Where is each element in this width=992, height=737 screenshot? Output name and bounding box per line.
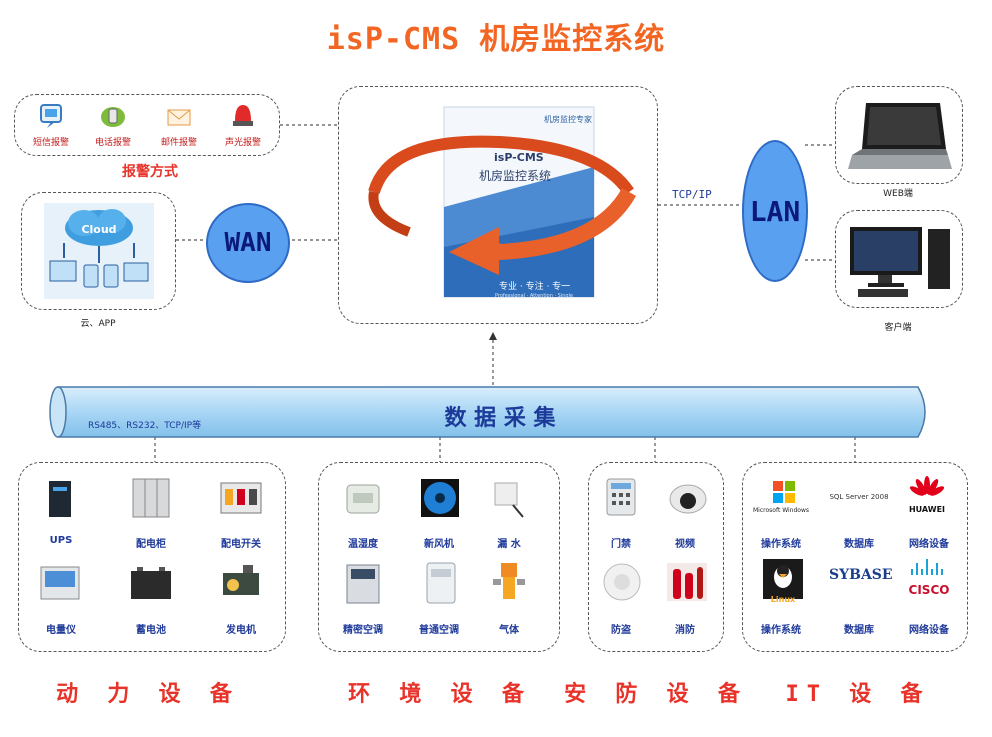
huawei-logo-icon xyxy=(909,476,945,496)
siren-icon xyxy=(229,101,257,129)
env-item-label: 精密空调 xyxy=(343,625,383,636)
lan-node: LAN xyxy=(742,140,808,282)
power-item-label: 蓄电池 xyxy=(136,625,166,636)
alarm-caption: 报警方式 xyxy=(122,164,178,180)
cloud-app-box: Cloud xyxy=(21,192,176,310)
product-name-en: isP-CMS xyxy=(494,151,544,164)
it-item-label: 操作系统 xyxy=(761,539,801,550)
access-keypad-icon xyxy=(606,478,636,516)
security-devices-box: 门禁 视频 防盗 消防 xyxy=(588,462,724,652)
up-arrow-icon xyxy=(489,332,497,340)
it-item-label: 数据库 xyxy=(844,625,874,636)
fan-icon xyxy=(421,479,459,517)
dome-camera-icon xyxy=(669,484,707,514)
power-item-label: 配电柜 xyxy=(136,539,166,550)
power-item-label: 配电开关 xyxy=(221,539,261,550)
environment-devices-box: 温湿度 新风机 漏 水 精密空调 普通空调 气体 xyxy=(318,462,560,652)
windows-logo-text: Microsoft Windows xyxy=(753,507,809,514)
security-item-label: 视频 xyxy=(675,539,695,550)
web-client-box xyxy=(835,86,963,184)
it-category-label: IT 设 备 xyxy=(785,682,931,707)
mail-icon xyxy=(165,103,193,129)
client-caption: 客户端 xyxy=(884,323,912,333)
desktop-pc-icon xyxy=(850,227,950,297)
phone-icon xyxy=(99,103,127,129)
product-name-cn: 机房监控系统 xyxy=(479,169,552,183)
precision-ac-icon xyxy=(346,564,380,604)
alarm-item-label: 邮件报警 xyxy=(160,138,197,148)
page-title: isP-CMS 机房监控系统 xyxy=(326,22,666,57)
it-devices-box: Microsoft Windows SQL Server 2008 HUAWEI… xyxy=(742,462,968,652)
product-brand-note: 机房监控专家 xyxy=(544,115,592,124)
data-bus-protocols: RS485、RS232、TCP/IP等 xyxy=(88,421,202,431)
gas-detector-icon xyxy=(493,563,525,599)
env-category-label: 环 境 设 备 xyxy=(348,682,532,707)
sms-phone-icon xyxy=(37,103,65,129)
data-bus xyxy=(49,386,926,438)
huawei-logo-text: HUAWEI xyxy=(908,505,946,514)
power-meter-icon xyxy=(40,566,80,600)
cisco-logo-text: CISCO xyxy=(908,583,950,597)
alarm-item-label: 电话报警 xyxy=(94,138,131,148)
distribution-cabinet-icon xyxy=(132,478,170,518)
web-caption: WEB端 xyxy=(883,189,913,199)
tcpip-label: TCP/IP xyxy=(672,188,712,201)
product-slogan: 专业 · 专注 · 专一 xyxy=(499,282,571,292)
sqlserver-logo-text: SQL Server 2008 xyxy=(829,493,889,501)
wan-node: WAN xyxy=(206,203,290,283)
windows-logo-icon xyxy=(773,481,795,503)
desktop-client-box xyxy=(835,210,963,308)
security-item-label: 消防 xyxy=(675,625,695,636)
data-bus-label: 数 据 采 集 xyxy=(444,406,556,431)
power-item-label: UPS xyxy=(49,535,73,546)
env-item-label: 漏 水 xyxy=(497,539,521,550)
linux-logo-text: Linux xyxy=(770,595,796,604)
breaker-switch-icon xyxy=(220,482,262,514)
env-item-label: 气体 xyxy=(499,625,519,636)
security-item-label: 防盗 xyxy=(611,625,631,636)
alarm-item-label: 短信报警 xyxy=(32,138,69,148)
product-slogan-en: Professional · Attention · Single xyxy=(495,293,574,299)
cisco-logo-icon xyxy=(911,559,943,575)
cloud-caption: 云、APP xyxy=(80,319,116,329)
power-devices-box: UPS 配电柜 配电开关 电量仪 蓄电池 发电机 xyxy=(18,462,286,652)
cloud-text: Cloud xyxy=(81,223,116,236)
env-item-label: 新风机 xyxy=(424,539,454,550)
env-item-label: 温湿度 xyxy=(348,539,378,550)
product-box-icon xyxy=(368,106,637,298)
linux-logo-icon xyxy=(763,559,803,599)
it-item-label: 数据库 xyxy=(844,539,874,550)
sybase-logo-text: SYBASE xyxy=(829,567,893,583)
power-category-label: 动 力 设 备 xyxy=(56,682,240,707)
it-item-label: 网络设备 xyxy=(909,625,949,636)
security-category-label: 安 防 设 备 xyxy=(564,682,748,707)
power-item-label: 发电机 xyxy=(226,625,256,636)
water-leak-sensor-icon xyxy=(494,482,524,518)
env-item-label: 普通空调 xyxy=(419,625,459,636)
laptop-icon xyxy=(848,103,952,169)
cloud-devices-icon: Cloud xyxy=(44,203,154,299)
smoke-detector-icon xyxy=(603,563,641,601)
product-box: 机房监控专家 isP-CMS 机房监控系统 专业 · 专注 · 专一 Profe… xyxy=(338,86,658,324)
it-item-label: 网络设备 xyxy=(909,539,949,550)
security-item-label: 门禁 xyxy=(611,539,631,550)
ups-icon xyxy=(49,481,71,517)
ac-icon xyxy=(426,562,456,604)
temp-humidity-sensor-icon xyxy=(346,484,380,514)
fire-system-icon xyxy=(667,563,707,601)
alarm-item-label: 声光报警 xyxy=(224,138,261,148)
power-item-label: 电量仪 xyxy=(46,625,76,636)
it-item-label: 操作系统 xyxy=(761,625,801,636)
generator-icon xyxy=(223,565,259,595)
alarm-methods-box: 短信报警 电话报警 邮件报警 声光报警 xyxy=(14,94,280,156)
battery-icon xyxy=(131,567,171,599)
